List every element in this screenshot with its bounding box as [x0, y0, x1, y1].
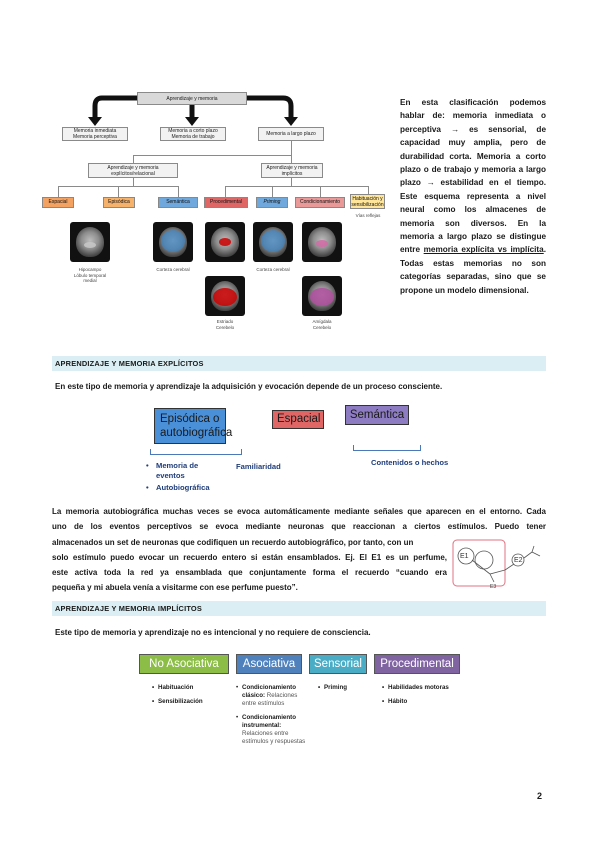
side-paragraph: En esta clasificación podemos hablar de:… — [400, 96, 546, 297]
brain-image-condicionamiento — [302, 222, 342, 262]
implicit-intro: Este tipo de memoria y aprendizaje no es… — [55, 628, 371, 637]
category-habituacion: Habituación y sensibilización — [350, 194, 385, 209]
caption-amigdala: Amígdala Cerebelo — [312, 319, 332, 330]
category-espacial: Espacial — [42, 197, 74, 208]
box-episodica: Episódica o autobiográfica — [154, 408, 232, 444]
figure-box-explicitos: Aprendizaje y memoria explícitos/relacio… — [88, 163, 178, 178]
box-espacial: Espacial — [272, 410, 324, 429]
sketch-label-e3: E3 — [490, 584, 496, 590]
explicit-paragraph-line-1: La memoria autobiográfica muchas veces s… — [52, 507, 546, 516]
sensorial-item: Priming — [318, 684, 368, 692]
explicit-paragraph-line-2: uno de los eventos perceptivos se evoca … — [52, 522, 546, 531]
episodica-item: Autobiográfica — [146, 483, 221, 493]
figure-box-implicitos: Aprendizaje y memoria implícitos — [261, 163, 323, 178]
asociativa-list: Condicionamiento clásico: Relaciones ent… — [236, 684, 308, 752]
side-paragraph-part2: . Todas estas memorias no son categorías… — [400, 245, 546, 295]
explicit-paragraph-line-4: solo estímulo puedo evocar un recuerdo e… — [52, 553, 447, 562]
episodica-item: Memoria de eventos — [146, 461, 221, 481]
explicit-paragraph-line-6: pequeña y mi abuela venía a visitarme co… — [52, 583, 298, 592]
caption-hipocampo: Hipocampo Lóbulo temporal medial — [73, 267, 107, 283]
caption-vias-reflejas: Vías reflejas — [355, 213, 381, 218]
page-number: 2 — [537, 791, 543, 801]
brain-image-cerebelo-2 — [302, 276, 342, 316]
figure-box-memoria-largo-plazo: Memoria a largo plazo — [258, 127, 324, 141]
neuron-ensemble-sketch: E1 E2 E3 — [452, 539, 541, 590]
caption-corteza-2: Corteza cerebral — [256, 267, 290, 272]
figure-box-memoria-corto-plazo: Memoria a corto plazo Memoria de trabajo — [160, 127, 226, 141]
box-procedimental: Procedimental — [374, 654, 460, 674]
explicit-paragraph-line-3: almacenados un set de neuronas que codif… — [52, 538, 414, 547]
explicit-paragraph-line-5: este activa toda la red ya ensamblada qu… — [52, 568, 447, 577]
episodica-list: Memoria de eventos Autobiográfica — [146, 461, 221, 493]
procedimental-list: Habilidades motoras Hábito — [382, 684, 462, 712]
figure-top-box: Aprendizaje y memoria — [137, 92, 247, 105]
category-episodica: Episódica — [103, 197, 135, 208]
caption-corteza-1: Corteza cerebral — [156, 267, 190, 272]
category-semantica: Semántica — [158, 197, 198, 208]
no-asociativa-item: Sensibilización — [152, 698, 224, 706]
memory-classification-figure: Aprendizaje y memoria Memoria inmediata … — [40, 86, 385, 336]
no-asociativa-list: Habituación Sensibilización — [152, 684, 224, 712]
sketch-label-e1: E1 — [460, 553, 469, 560]
box-sensorial: Sensorial — [309, 654, 367, 674]
caption-estriado: Estriado Cerebelo — [215, 319, 235, 330]
category-condicionamiento: Condicionamiento — [295, 197, 345, 208]
brain-image-cerebelo-1 — [205, 276, 245, 316]
explicit-section-header: APRENDIZAJE Y MEMORIA EXPLÍCITOS — [52, 356, 546, 371]
brain-image-priming — [253, 222, 293, 262]
bracket-semantica — [353, 445, 421, 451]
brain-image-hipocampo — [70, 222, 110, 262]
asociativa-item: Condicionamiento instrumental: Relacione… — [236, 714, 308, 746]
box-semantica: Semántica — [345, 405, 409, 425]
no-asociativa-item: Habituación — [152, 684, 224, 692]
procedimental-item: Habilidades motoras — [382, 684, 462, 692]
asociativa-item: Condicionamiento clásico: Relaciones ent… — [236, 684, 308, 708]
familiaridad-label: Familiaridad — [236, 462, 281, 471]
bracket-episodica — [150, 449, 242, 455]
sensorial-list: Priming — [318, 684, 368, 698]
implicit-section-header: APRENDIZAJE Y MEMORIA IMPLÍCITOS — [52, 601, 546, 616]
box-no-asociativa: No Asociativa — [139, 654, 229, 674]
side-paragraph-underline: memoria explícita vs implícita — [423, 245, 544, 255]
explicit-intro: En este tipo de memoria y aprendizaje la… — [55, 382, 443, 391]
side-paragraph-part1: En esta clasificación podemos hablar de:… — [400, 98, 546, 255]
contenidos-label: Contenidos o hechos — [371, 458, 449, 467]
category-priming: Priming — [256, 197, 288, 208]
sketch-label-e2: E2 — [514, 557, 523, 564]
brain-image-procedimental — [205, 222, 245, 262]
box-asociativa: Asociativa — [236, 654, 302, 674]
figure-box-memoria-inmediata: Memoria inmediata Memoria perceptiva — [62, 127, 128, 141]
category-procedimental: Procedimental — [204, 197, 248, 208]
brain-image-semantica — [153, 222, 193, 262]
figure-arrows — [88, 95, 298, 126]
procedimental-item: Hábito — [382, 698, 462, 706]
